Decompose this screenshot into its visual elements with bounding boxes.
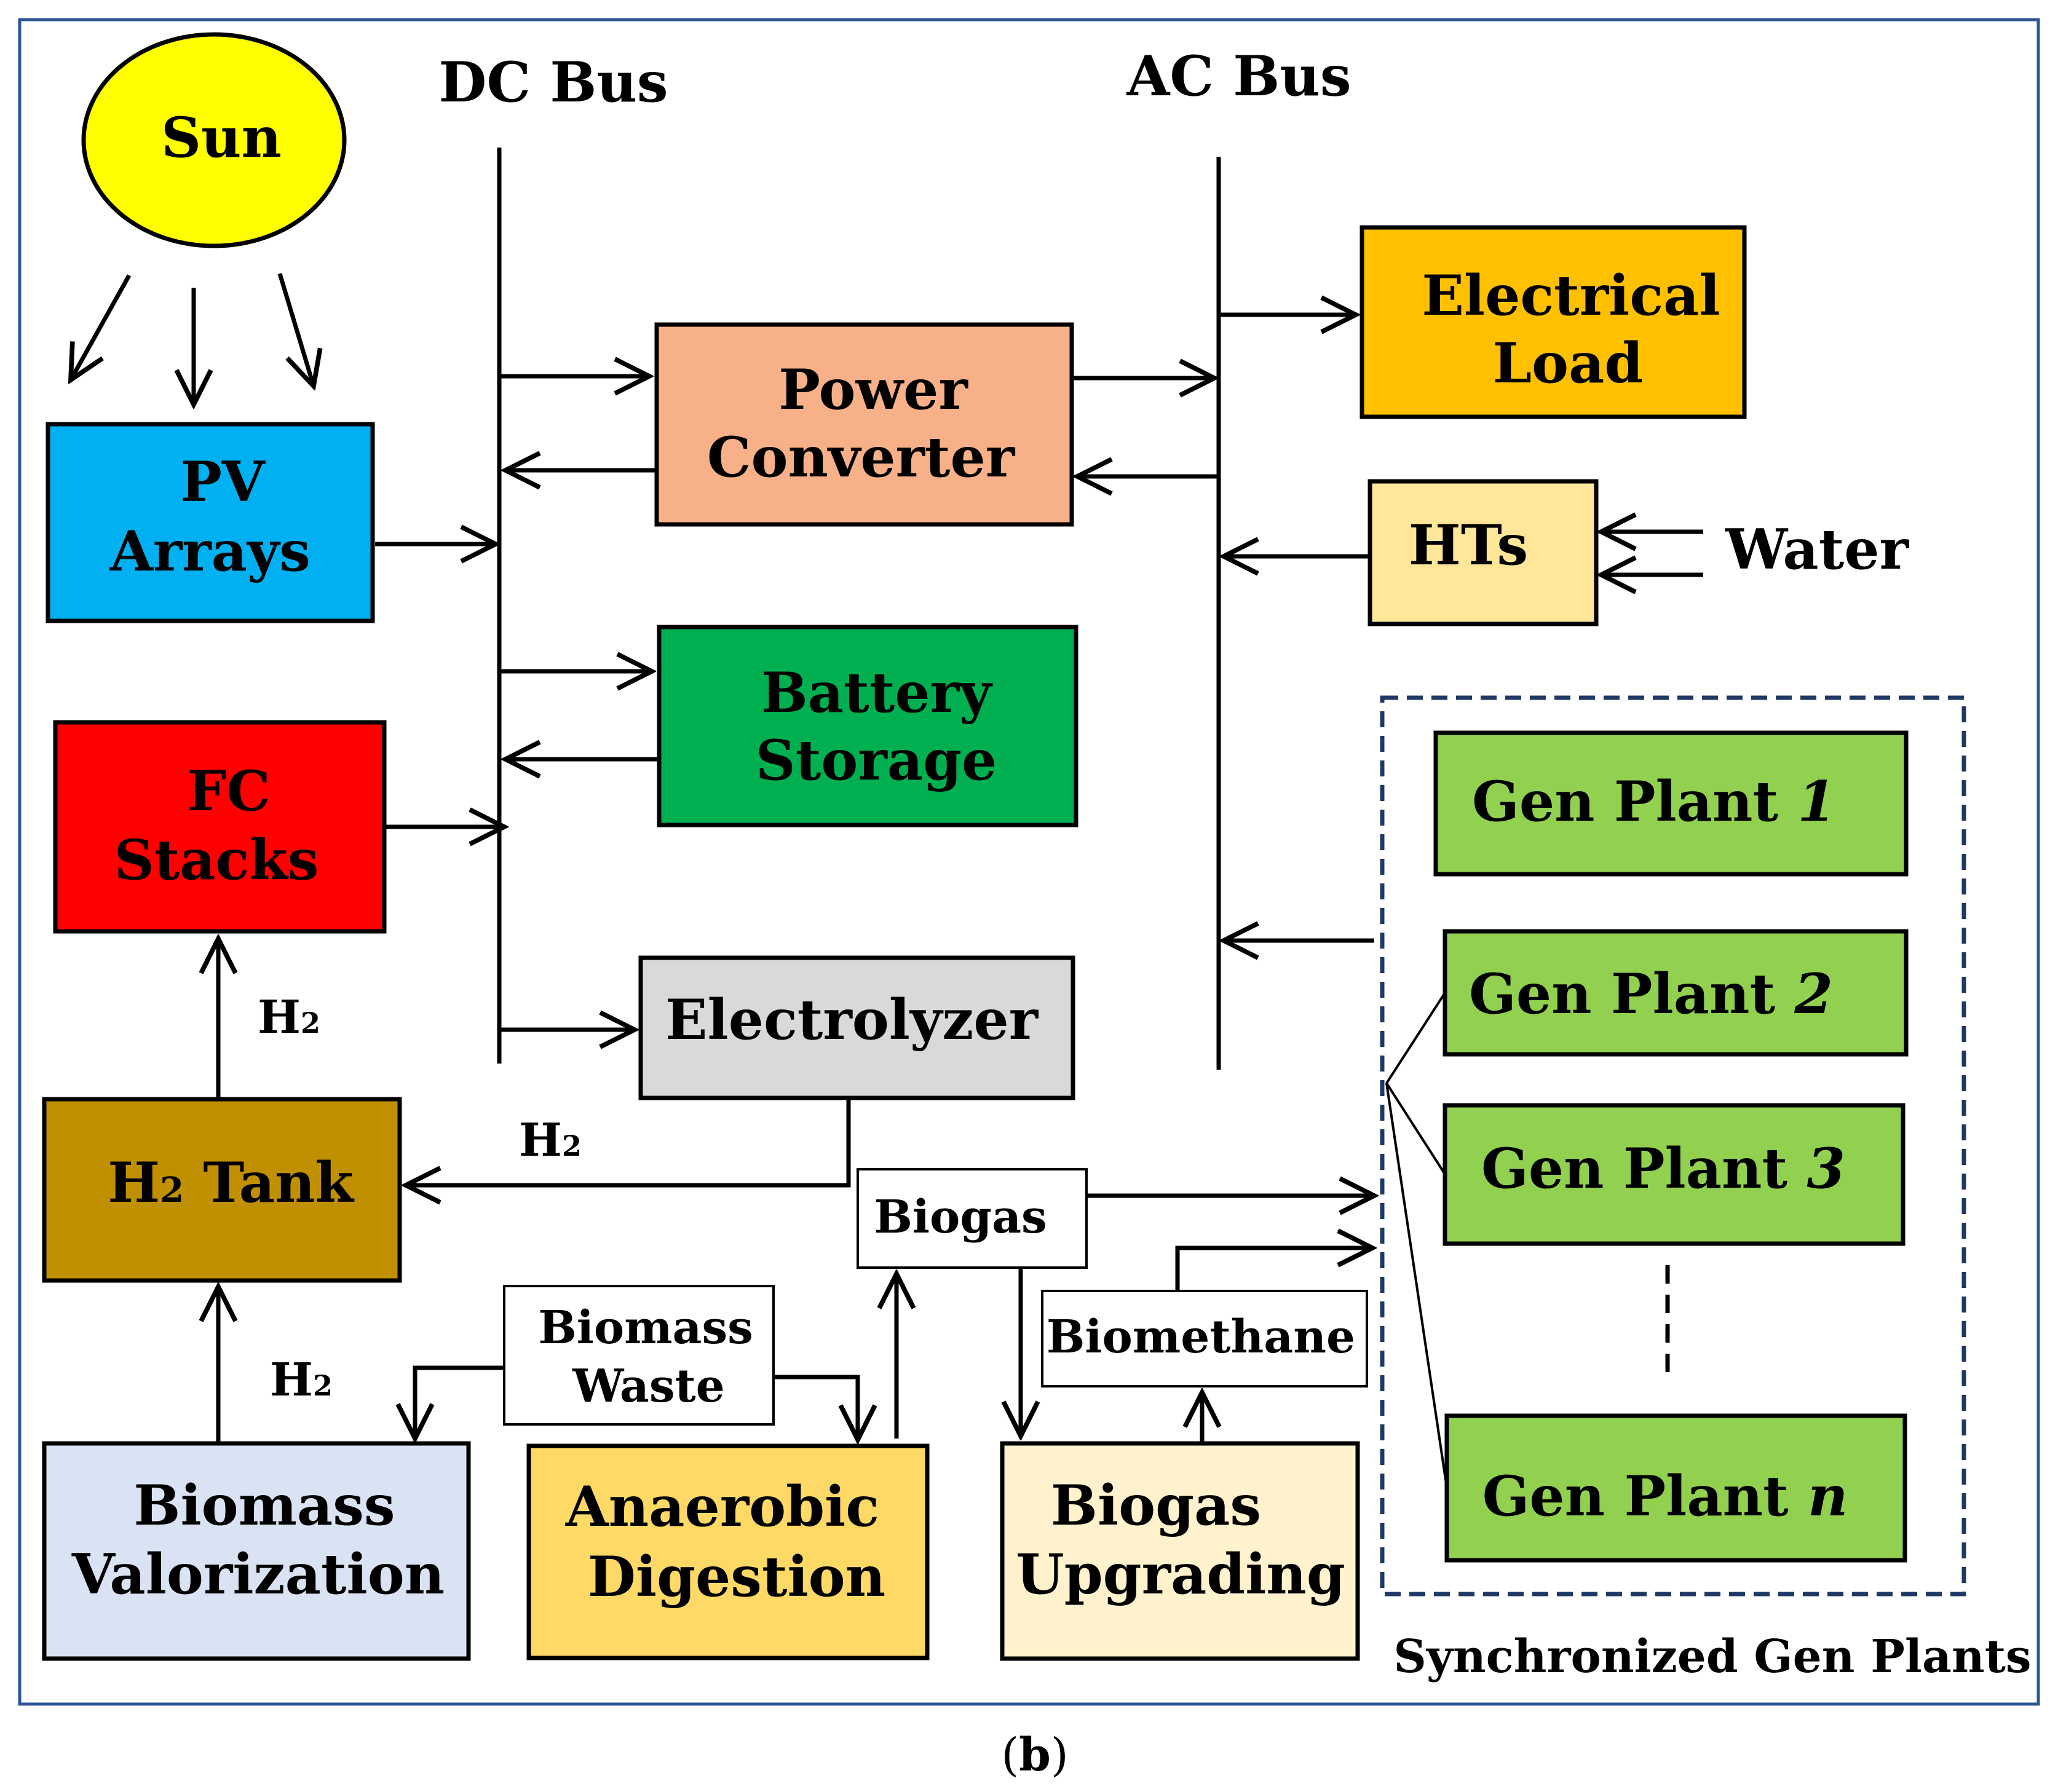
figure-caption: (b) — [1001, 1729, 1069, 1782]
electrical-load-label-line1: Electrical — [1422, 263, 1720, 328]
biomethane-box: Biomethane — [1041, 1290, 1368, 1387]
biomass-valorization-box: Biomass Valorization — [42, 1441, 471, 1661]
sun-node: Sun — [81, 32, 347, 248]
ac-bus-arrows — [1073, 315, 1374, 941]
gen-plants-fan-lines — [1385, 992, 1448, 1488]
battery-storage-label-line1: Battery — [761, 660, 993, 725]
dc-bus-arrows — [375, 376, 659, 1030]
electrolyzer-box: Electrolyzer — [638, 955, 1075, 1100]
h2-tank-box: H2 Tank — [42, 1097, 402, 1283]
electrical-load-box: Electrical Load — [1359, 225, 1747, 419]
battery-storage-label-line2: Storage — [756, 728, 997, 793]
anaerobic-digestion-box: Anaerobic Digestion — [526, 1443, 930, 1660]
hts-label: HTs — [1409, 513, 1528, 578]
water-arrows — [1601, 532, 1703, 575]
gen-plant-3-label: Gen Plant 3 — [1481, 1136, 1845, 1201]
pv-arrays-label-line2: Arrays — [109, 519, 311, 584]
biomass-valorization-label-line1: Biomass — [133, 1473, 395, 1538]
sun-ray-arrows — [71, 272, 314, 405]
h2-flow-arrows — [218, 939, 851, 1443]
electrolyzer-label: Electrolyzer — [665, 987, 1039, 1052]
gen-plant-n-box: Gen Plant n — [1444, 1413, 1907, 1563]
power-converter-label-line2: Converter — [707, 425, 1016, 490]
gen-plant-n-label: Gen Plant n — [1482, 1464, 1848, 1529]
biomass-waste-box: Biomass Waste — [503, 1285, 775, 1426]
dc-bus-label: DC Bus — [438, 50, 668, 115]
h2-flow-label-valorization: H2 — [270, 1354, 333, 1407]
gen-plant-1-label: Gen Plant 1 — [1472, 769, 1836, 834]
biomethane-label: Biomethane — [1047, 1311, 1355, 1364]
h2-flow-label-tank: H2 — [519, 1114, 582, 1167]
gen-plants-group-label: Synchronized Gen Plants — [1393, 1630, 2031, 1683]
biomass-waste-label-line2: Waste — [572, 1360, 725, 1413]
biomass-waste-arrows — [415, 1365, 858, 1440]
gen-plant-1-box: Gen Plant 1 — [1433, 730, 1909, 877]
pv-arrays-label-line1: PV — [180, 449, 266, 515]
sun-shape — [81, 32, 347, 248]
ac-bus-label: AC Bus — [1126, 44, 1352, 109]
electrical-load-label-line2: Load — [1493, 331, 1644, 396]
water-label: Water — [1725, 517, 1909, 582]
gen-plant-3-box: Gen Plant 3 — [1443, 1103, 1906, 1246]
anaerobic-digestion-label-line2: Digestion — [588, 1544, 885, 1609]
power-converter-box: Power Converter — [654, 322, 1074, 527]
pv-arrays-box: PV Arrays — [46, 422, 375, 623]
gen-plant-2-label: Gen Plant 2 — [1469, 961, 1833, 1027]
biogas-upgrading-label-line1: Biogas — [1051, 1473, 1261, 1538]
biogas-box: Biogas — [857, 1168, 1088, 1269]
anaerobic-digestion-label-line1: Anaerobic — [565, 1474, 879, 1539]
biogas-upgrading-box: Biogas Upgrading — [1000, 1441, 1360, 1661]
biogas-label: Biogas — [874, 1191, 1047, 1244]
battery-storage-box: Battery Storage — [657, 625, 1078, 827]
biomethane-arrows — [1175, 1248, 1372, 1443]
biomass-valorization-label-line2: Valorization — [71, 1542, 445, 1607]
sun-label: Sun — [161, 105, 282, 170]
biomass-waste-label-line1: Biomass — [538, 1301, 753, 1354]
h2-flow-label-fc: H2 — [258, 991, 320, 1044]
hts-box: HTs — [1367, 479, 1599, 626]
fc-stacks-box: FC Stacks — [53, 720, 387, 934]
fc-stacks-label-line2: Stacks — [114, 827, 319, 893]
h2-tank-label: H2 Tank — [108, 1150, 354, 1215]
biogas-arrows — [1021, 1196, 1374, 1436]
biogas-upgrading-label-line2: Upgrading — [1016, 1542, 1345, 1607]
gen-plant-2-box: Gen Plant 2 — [1443, 929, 1909, 1057]
fc-stacks-label-line1: FC — [187, 759, 271, 824]
power-converter-label-line1: Power — [778, 357, 968, 422]
